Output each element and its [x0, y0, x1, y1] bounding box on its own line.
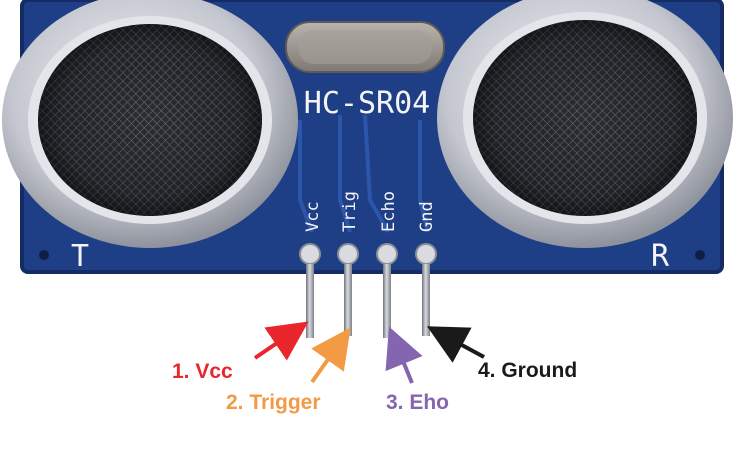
pin-label-echo: Echo: [379, 191, 399, 232]
pin-label-trig: Trig: [340, 191, 360, 232]
arrow-vcc: [253, 321, 309, 361]
mount-hole-left: [39, 250, 49, 260]
arrow-trigger: [310, 327, 351, 384]
arrow-echo: [385, 326, 423, 384]
board-model-label: HC-SR04: [304, 86, 430, 121]
transducer-right: [437, 0, 733, 248]
mount-hole-right: [695, 250, 705, 260]
arrow-ground: [426, 326, 485, 363]
transducer-left: [2, 0, 298, 248]
callout-vcc: 1. Vcc: [172, 360, 233, 383]
pin-label-vcc: Vcc: [303, 201, 323, 232]
side-label-left: T: [71, 239, 89, 274]
side-label-right: R: [651, 239, 670, 274]
header-pins: [306, 264, 430, 338]
crystal-oscillator: [285, 21, 445, 73]
callout-echo: 3. Eho: [386, 391, 450, 414]
callout-ground: 4. Ground: [478, 359, 578, 382]
pin-label-gnd: Gnd: [417, 201, 437, 232]
callout-trigger: 2. Trigger: [226, 391, 321, 414]
